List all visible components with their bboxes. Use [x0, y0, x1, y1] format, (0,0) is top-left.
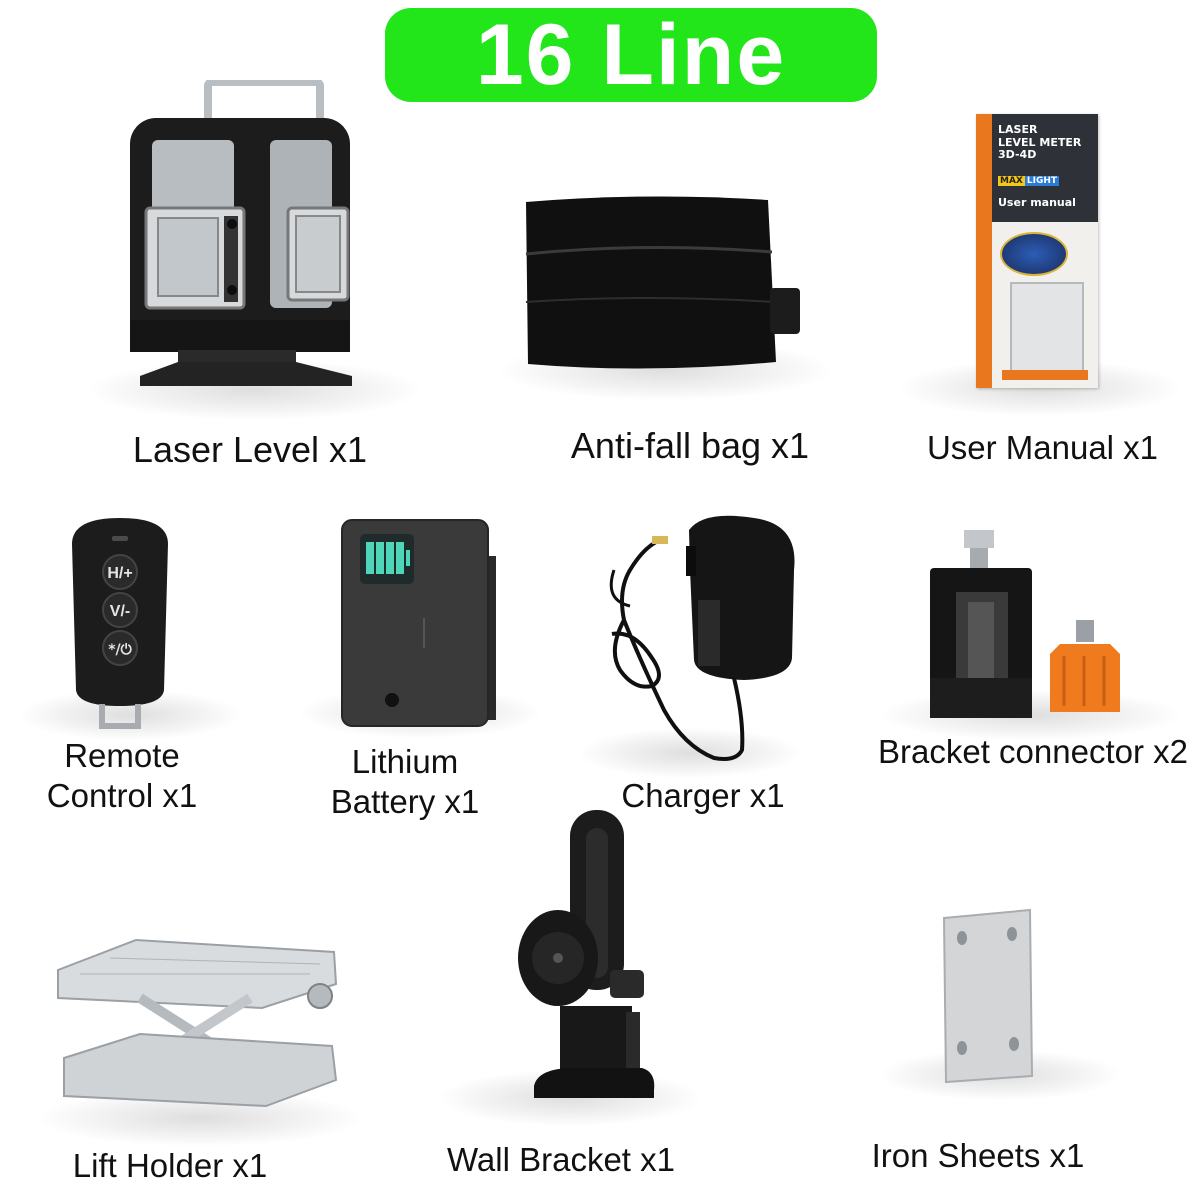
charger-image — [609, 515, 795, 761]
iron-sheets-label: Iron Sheets x1 — [871, 1137, 1085, 1174]
manual-brand-a: MAX — [998, 176, 1025, 186]
manual-product-sketch — [1010, 282, 1084, 372]
battery-label-line1: Lithium — [351, 743, 459, 780]
manual-subtitle: User manual — [998, 196, 1076, 209]
anti-fall-bag-image — [525, 196, 800, 369]
battery-label-line2: Battery x1 — [330, 782, 480, 820]
manual-title-line1: LASER — [998, 123, 1038, 136]
quality-seal-icon — [1000, 232, 1068, 276]
manual-label: User Manual x1 — [926, 429, 1159, 466]
charger-label: Charger x1 — [621, 777, 785, 814]
lift-holder-label: Lift Holder x1 — [72, 1147, 268, 1184]
bracket-connector-image — [930, 530, 1120, 718]
title-banner: 16 Line — [385, 6, 877, 103]
remote-control-image: H/+ V/- */⏻ — [72, 518, 168, 729]
wall-bracket-label: Wall Bracket x1 — [446, 1141, 675, 1178]
wall-bracket-image — [518, 810, 655, 1098]
title-text: 16 Line — [475, 6, 787, 103]
laser-level-image — [130, 80, 352, 386]
lift-holder-image — [57, 938, 338, 1108]
remote-button-power-label: */⏻ — [108, 642, 132, 658]
battery-label: Lithium Battery x1 — [300, 742, 510, 821]
remote-label-line2: Control x1 — [46, 776, 198, 814]
manual-title-line3: 3D-4D — [998, 148, 1037, 162]
bracket-connector-label: Bracket connector x2 — [878, 733, 1188, 770]
manual-spine — [976, 114, 992, 388]
remote-button-v-label: V/- — [110, 603, 130, 620]
manual-brand-b: LIGHT — [1024, 176, 1060, 186]
bag-label: Anti-fall bag x1 — [570, 425, 810, 466]
remote-button-h-label: H/+ — [107, 565, 132, 582]
remote-label: Remote Control x1 — [22, 736, 222, 815]
manual-title-line2: LEVEL METER — [998, 135, 1082, 149]
manual-footer-bar — [1002, 370, 1088, 380]
manual-header-block — [992, 114, 1098, 222]
iron-sheets-image — [942, 908, 1034, 1084]
laser-level-label: Laser Level x1 — [132, 429, 368, 470]
lithium-battery-image — [341, 519, 496, 727]
charger-shadow — [580, 728, 800, 778]
remote-label-line1: Remote — [64, 737, 180, 774]
